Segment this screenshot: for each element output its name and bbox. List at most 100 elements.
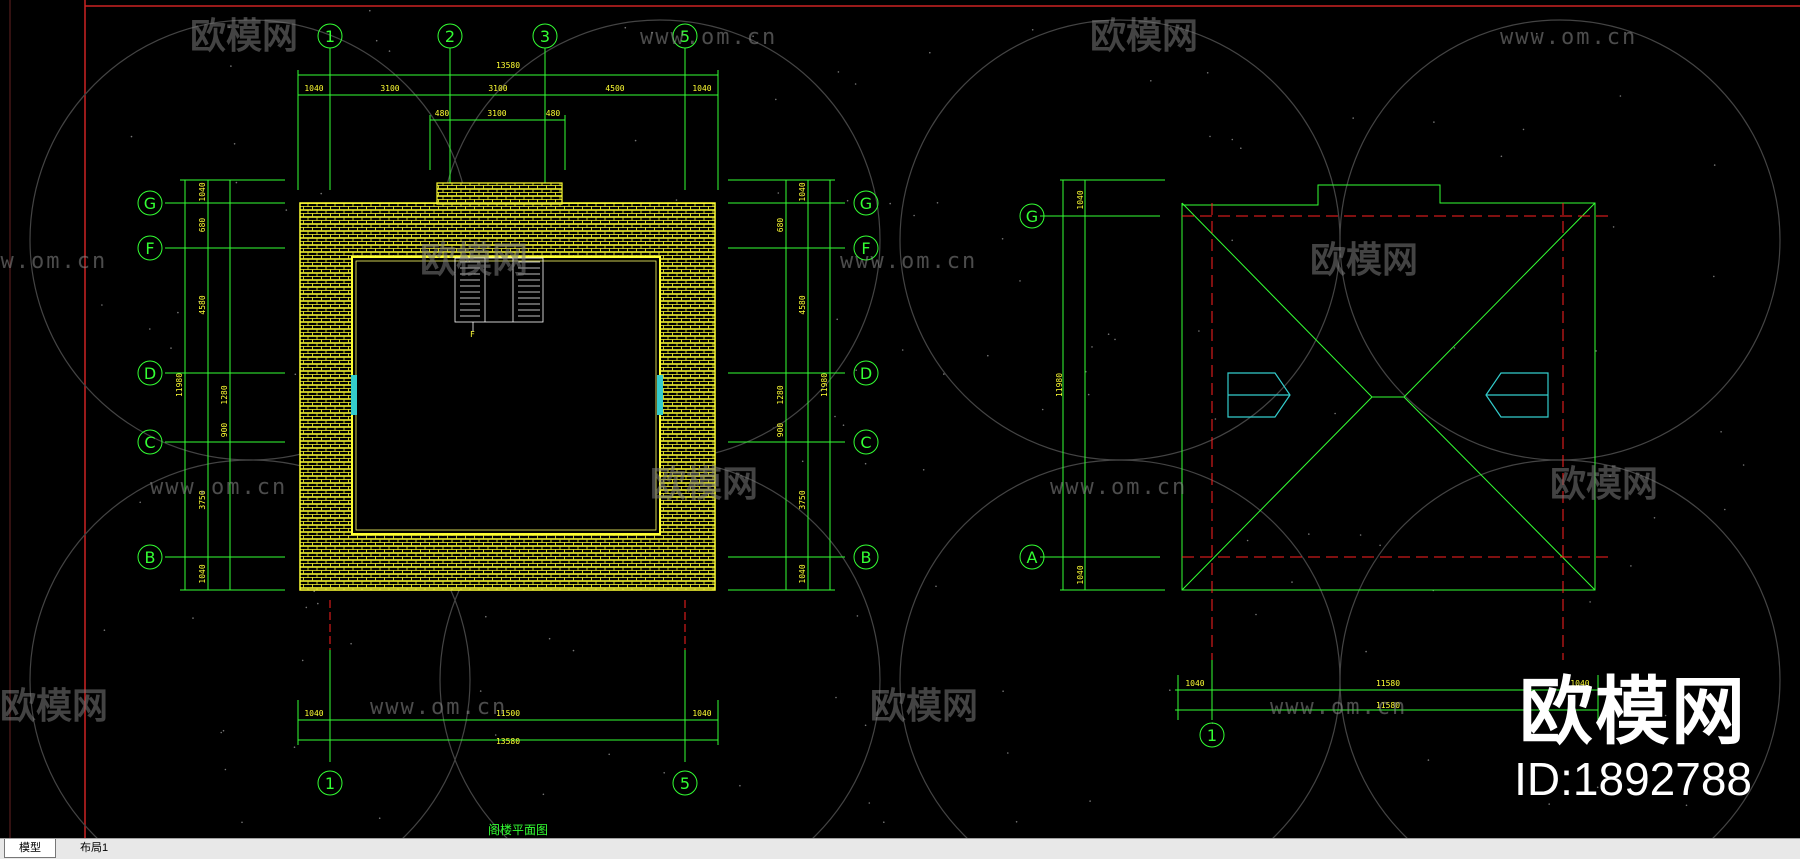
roof-bottom-dim-total: 11580 [1376,701,1400,710]
noise-dot [913,214,915,217]
watermark-brand: 欧模网 [870,686,978,727]
left-plan-grid-vertical [329,48,686,762]
noise-dot [1352,117,1354,119]
roof-plan[interactable]: G A 1 11980 1040 1040 1040 11580 1040 11… [1019,179,1610,748]
stair-dim-2: 3100 [487,109,506,118]
roof-bottom-dim-3: 1040 [1570,679,1589,688]
roof-dimensions: 11980 1040 1040 1040 11580 1040 11580 [1055,190,1590,710]
noise-dot [855,369,857,372]
axis-bubble-bottom-5: 5 [672,770,698,796]
noise-dot [889,202,891,205]
noise-dot [1522,128,1525,131]
top-dim-5: 1040 [692,84,711,93]
exterior-walls[interactable] [299,182,716,591]
right-dim-6: 3750 [798,490,807,509]
noise-dot [1433,121,1435,123]
noise-dot [883,821,885,823]
noise-dot [1206,72,1209,74]
left-floor-plan[interactable]: F 1 2 3 5 1 5 G F D C B G F D C B [137,23,879,837]
bottom-total-dim: 13580 [496,737,520,746]
svg-text:1: 1 [325,27,335,46]
axis-bubble-right-B: B [853,544,879,570]
noise-dot [1107,333,1110,336]
left-dim-5: 900 [220,423,229,438]
noise-dot [1713,164,1716,166]
stair-dim-1: 480 [435,109,450,118]
noise-dot [834,415,836,418]
noise-dot [149,328,151,330]
tab-model[interactable]: 模型 [4,839,56,858]
noise-dot [1019,280,1021,282]
roof-outline[interactable] [1181,184,1596,591]
noise-dot [222,729,225,732]
noise-dot [1169,689,1171,691]
tab-layout1[interactable]: 布局1 [80,842,109,854]
drawing-canvas[interactable]: F 1 2 3 5 1 5 G F D C B G F D C B [0,0,1800,838]
noise-dot [235,181,238,184]
svg-text:G: G [860,194,872,213]
stair[interactable] [454,257,544,332]
noise-dot [1246,539,1249,542]
noise-dot [987,354,989,357]
layout-tab-bar: 模型 布局1 [0,838,1800,859]
axis-bubble-top-2: 2 [437,23,463,49]
noise-dot [846,199,849,202]
noise-dot [301,659,304,662]
noise-dot [837,71,840,73]
axis-bubble-right-D: D [853,360,879,386]
noise-dot [1589,601,1591,603]
noise-dot [1231,239,1233,242]
noise-dot [1536,32,1538,35]
axis-bubble-roof-A: A [1019,544,1045,570]
noise-dot [130,135,133,138]
right-dim-5: 900 [776,423,785,438]
noise-dot [663,772,665,774]
left-dim-2: 680 [198,218,207,233]
noise-dot [943,373,945,375]
dormer-left [1227,372,1291,418]
svg-text:5: 5 [680,27,690,46]
noise-dot [624,26,627,29]
right-dim-4: 1280 [776,385,785,404]
bottom-dim-3: 1040 [692,709,711,718]
noise-dot [1609,475,1611,477]
noise-dot [935,585,937,588]
axis-bubble-roof-1: 1 [1199,722,1225,748]
noise-dot [1619,95,1622,97]
noise-dot [285,209,288,211]
bottom-dim-2: 11500 [496,709,520,718]
axis-bubble-top-1: 1 [317,23,343,49]
svg-text:G: G [144,194,156,213]
axis-bubble-left-C: C [137,429,163,455]
svg-text:1: 1 [1207,726,1217,745]
top-dim-4: 4500 [605,84,624,93]
svg-text:5: 5 [680,774,690,793]
noise-dot [139,501,141,504]
noise-dot [198,300,200,303]
axis-bubble-top-3: 3 [532,23,558,49]
svg-text:C: C [144,433,155,452]
axis-bubble-bottom-1: 1 [317,770,343,796]
noise-dot [1685,804,1688,807]
plan-title: 阁楼平面图 [488,822,548,837]
noise-dot [856,615,859,617]
noise-dot [1308,533,1310,535]
noise-dot [868,802,871,804]
noise-dot [479,690,482,692]
svg-text:G: G [1026,207,1038,226]
left-axis-bubbles: G F D C B [137,190,163,570]
roof-axis-bubbles: G A 1 [1019,203,1225,748]
noise-dot [936,202,939,204]
noise-dot [1041,408,1044,411]
noise-dot [305,606,308,609]
watermark-url: www.om.cn [370,695,507,720]
noise-dot [494,734,497,736]
watermark-url: www.om.cn [640,25,777,50]
noise-dot [1742,464,1745,466]
noise-dot [320,192,323,195]
noise-dot [1015,821,1018,823]
noise-dot [739,784,741,787]
noise-dot [230,65,232,67]
svg-text:F: F [861,239,870,258]
noise-dot [1548,803,1550,805]
